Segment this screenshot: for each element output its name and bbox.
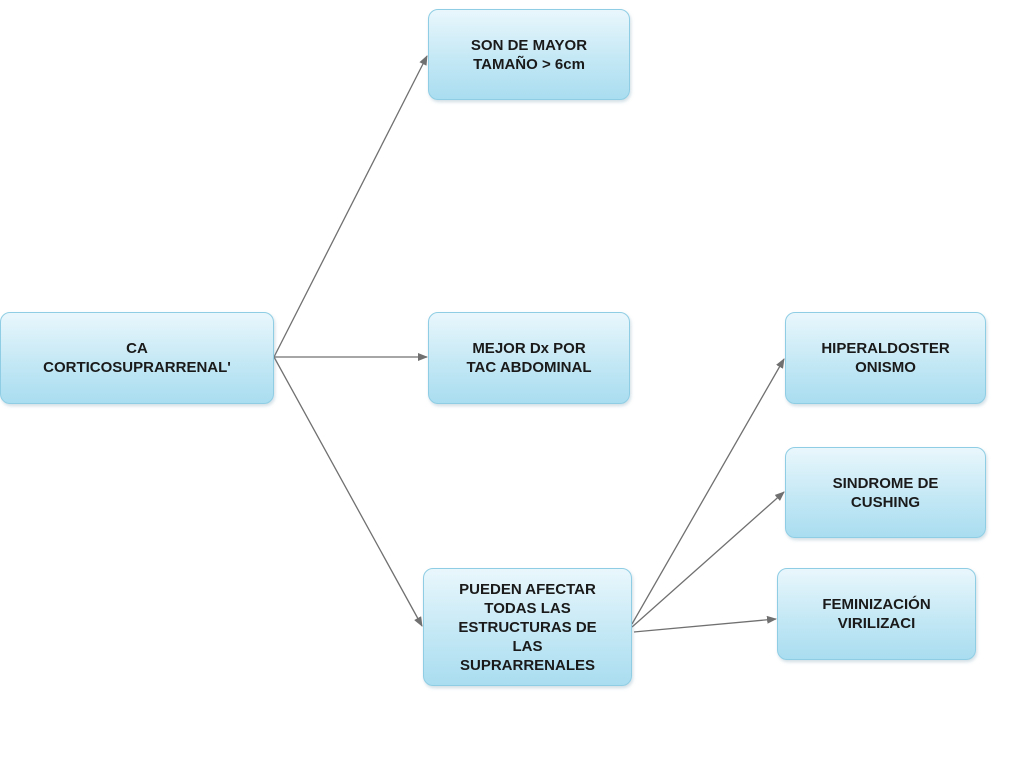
connector-root-to-size <box>273 55 428 358</box>
node-hyperaldosteronism: HIPERALDOSTER ONISMO <box>785 312 986 404</box>
connector-structures-to-cushing <box>631 491 785 628</box>
node-size: SON DE MAYOR TAMAÑO > 6cm <box>428 9 630 100</box>
node-root: CA CORTICOSUPRARRENAL' <box>0 312 274 404</box>
node-structures: PUEDEN AFECTAR TODAS LAS ESTRUCTURAS DE … <box>423 568 632 686</box>
node-feminization-label: FEMINIZACIÓN VIRILIZACI <box>822 596 931 632</box>
node-size-label: SON DE MAYOR TAMAÑO > 6cm <box>470 36 588 73</box>
node-cushing: SINDROME DE CUSHING <box>785 447 986 538</box>
node-hyperaldosteronism-label: HIPERALDOSTER ONISMO <box>821 340 950 376</box>
node-diagnosis-label: MEJOR Dx POR TAC ABDOMINAL <box>466 340 592 376</box>
node-root-label: CA CORTICOSUPRARRENAL' <box>43 340 231 376</box>
connector-structures-to-hyperaldosteronism <box>631 358 785 625</box>
node-cushing-label: SINDROME DE CUSHING <box>832 474 939 511</box>
connector-root-to-structures <box>273 356 423 627</box>
node-diagnosis: MEJOR Dx POR TAC ABDOMINAL <box>428 312 630 404</box>
node-feminization: FEMINIZACIÓN VIRILIZACI <box>777 568 976 660</box>
connector-structures-to-feminization <box>633 615 777 633</box>
node-structures-label: PUEDEN AFECTAR TODAS LAS ESTRUCTURAS DE … <box>458 580 597 674</box>
